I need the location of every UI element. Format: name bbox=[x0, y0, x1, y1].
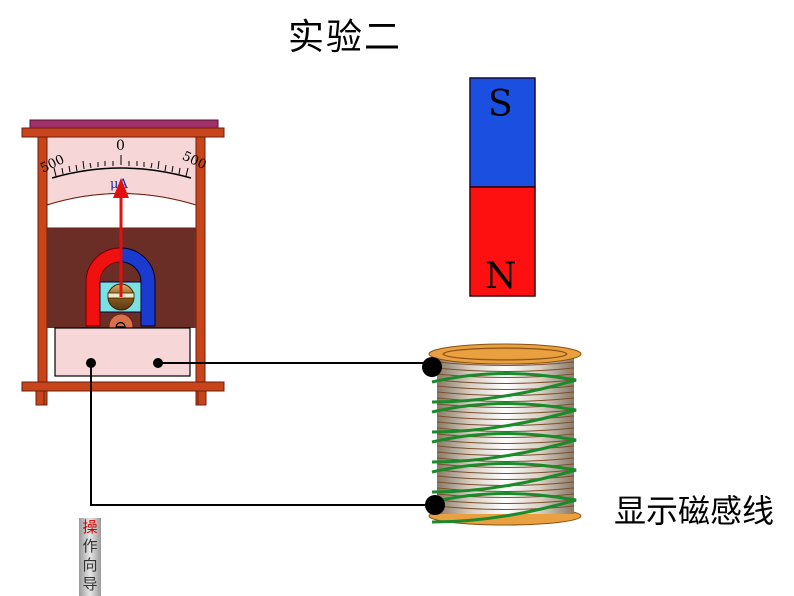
coil-winding bbox=[436, 367, 575, 372]
coil-winding bbox=[436, 469, 575, 474]
meter-scale-center-label: 0 bbox=[116, 138, 125, 154]
coil-winding bbox=[436, 385, 575, 390]
coil-winding bbox=[436, 445, 575, 450]
coil-winding bbox=[436, 397, 575, 402]
coil-wire-turn bbox=[431, 431, 577, 464]
coil-core-opening bbox=[445, 349, 565, 359]
coil-winding bbox=[436, 403, 575, 408]
meter-right-terminal bbox=[153, 358, 163, 368]
guide-char: 导 bbox=[82, 575, 98, 593]
magnet-north-label: N bbox=[485, 256, 517, 297]
meter-needle bbox=[113, 178, 129, 297]
magnet-south-pole bbox=[469, 77, 536, 188]
coil-winding bbox=[436, 475, 575, 480]
coil-winding bbox=[436, 373, 575, 378]
coil-winding bbox=[436, 505, 575, 510]
coil-winding bbox=[436, 463, 575, 468]
magnet-south-label: S bbox=[488, 84, 513, 125]
meter-base-box bbox=[54, 327, 191, 377]
coil-bottom-terminal bbox=[425, 495, 445, 515]
coil-winding bbox=[436, 457, 575, 462]
guide-char: 作 bbox=[82, 537, 98, 555]
meter-left-post bbox=[37, 136, 48, 406]
meter-scale-arc bbox=[51, 167, 192, 179]
coil-wire-turn bbox=[431, 401, 577, 434]
coil-top-terminal bbox=[422, 357, 442, 377]
coil-wire bbox=[431, 371, 577, 524]
coil-winding bbox=[436, 415, 575, 420]
show-field-lines-button[interactable]: 显示磁感线 bbox=[614, 492, 775, 530]
coil-winding bbox=[436, 493, 575, 498]
magnet-north-pole bbox=[469, 186, 536, 297]
meter-lid bbox=[29, 119, 219, 129]
coil-winding bbox=[436, 379, 575, 384]
coil-winding bbox=[436, 499, 575, 504]
meter-right-post bbox=[195, 136, 206, 406]
solenoid-coil bbox=[428, 343, 582, 526]
guide-char: 向 bbox=[82, 556, 98, 574]
coil-winding bbox=[436, 427, 575, 432]
coil-winding bbox=[436, 409, 575, 414]
operation-guide-button[interactable]: 操 作 向 导 bbox=[79, 518, 101, 596]
page-title: 实验二 bbox=[288, 17, 403, 58]
meter-scale-ticks bbox=[53, 155, 189, 177]
meter-magnet-blue-arm bbox=[120, 247, 156, 327]
guide-char: 操 bbox=[82, 518, 98, 536]
coil-wire-turn bbox=[431, 491, 577, 524]
meter-bottom-bar bbox=[21, 381, 225, 392]
coil-wire-turn bbox=[431, 461, 577, 494]
coil-wire-turn bbox=[431, 371, 577, 404]
coil-winding bbox=[436, 433, 575, 438]
meter-top-bar bbox=[21, 127, 225, 138]
coil-winding bbox=[436, 487, 575, 492]
coil-winding bbox=[436, 439, 575, 444]
galvanometer: 500 0 500 μA ⊖ bbox=[21, 119, 225, 406]
bar-magnet[interactable]: S N bbox=[469, 77, 536, 297]
meter-left-terminal bbox=[86, 358, 96, 368]
coil-winding bbox=[436, 361, 575, 366]
wire-bottom bbox=[90, 363, 435, 506]
circuit-wires bbox=[90, 362, 435, 506]
